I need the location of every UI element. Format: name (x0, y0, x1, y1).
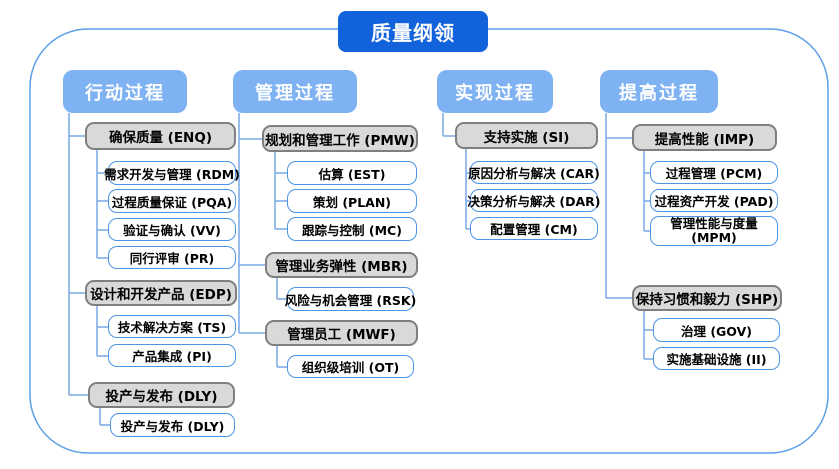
branch-lines-action (68, 113, 110, 426)
leaf-node-dar: 决策分析与解决 (DAR) (468, 189, 600, 212)
leaf-node-gov: 治理 (GOV) (653, 318, 780, 342)
leaf-node-ts: 技术解决方案 (TS) (108, 315, 236, 338)
branch-header-improvement-process: 提高过程 (600, 70, 718, 113)
group-node-mbr: 管理业务弹性 (MBR) (265, 252, 418, 278)
leaf-node-ii: 实施基础设施 (II) (653, 347, 780, 370)
leaf-node-mc: 跟踪与控制 (MC) (287, 217, 417, 241)
leaf-node-pcm: 过程管理 (PCM) (650, 161, 778, 184)
leaf-node-plan: 策划 (PLAN) (287, 189, 417, 213)
leaf-node-rdm: 需求开发与管理 (RDM) (104, 161, 240, 185)
branch-lines-implementation (442, 113, 470, 230)
leaf-node-pr: 同行评审 (PR) (108, 246, 236, 269)
leaf-node-pi: 产品集成 (PI) (108, 344, 236, 367)
branch-lines-improvement (605, 113, 653, 360)
group-node-imp: 提高性能 (IMP) (632, 124, 777, 151)
leaf-node-pad: 过程资产开发 (PAD) (650, 189, 778, 212)
branch-lines-management (238, 113, 287, 368)
leaf-node-dly: 投产与发布 (DLY) (110, 413, 235, 437)
group-node-pmw: 规划和管理工作 (PMW) (262, 125, 418, 152)
leaf-node-est: 估算 (EST) (287, 161, 417, 185)
branch-header-implementation-process: 实现过程 (437, 70, 553, 113)
group-node-shp: 保持习惯和毅力 (SHP) (632, 285, 782, 311)
group-node-edp: 设计和开发产品 (EDP) (85, 280, 237, 306)
group-node-si: 支持实施 (SI) (455, 122, 598, 149)
branch-header-action-process: 行动过程 (63, 70, 187, 113)
group-node-enq: 确保质量 (ENQ) (85, 122, 236, 150)
diagram-title: 质量纲领 (338, 11, 488, 52)
leaf-node-ot: 组织级培训 (OT) (287, 355, 414, 378)
branch-header-management-process: 管理过程 (233, 70, 357, 113)
leaf-node-mpm: 管理性能与度量 (MPM) (650, 216, 778, 246)
leaf-node-rsk: 风险与机会管理 (RSK) (285, 287, 416, 311)
leaf-node-pqa: 过程质量保证 (PQA) (108, 189, 236, 213)
leaf-node-vv: 验证与确认 (VV) (108, 218, 236, 241)
leaf-node-car: 原因分析与解决 (CAR) (468, 161, 600, 184)
group-node-mwf: 管理员工 (MWF) (265, 320, 418, 346)
leaf-node-cm: 配置管理 (CM) (470, 217, 598, 240)
group-node-dly: 投产与发布 (DLY) (88, 382, 235, 408)
